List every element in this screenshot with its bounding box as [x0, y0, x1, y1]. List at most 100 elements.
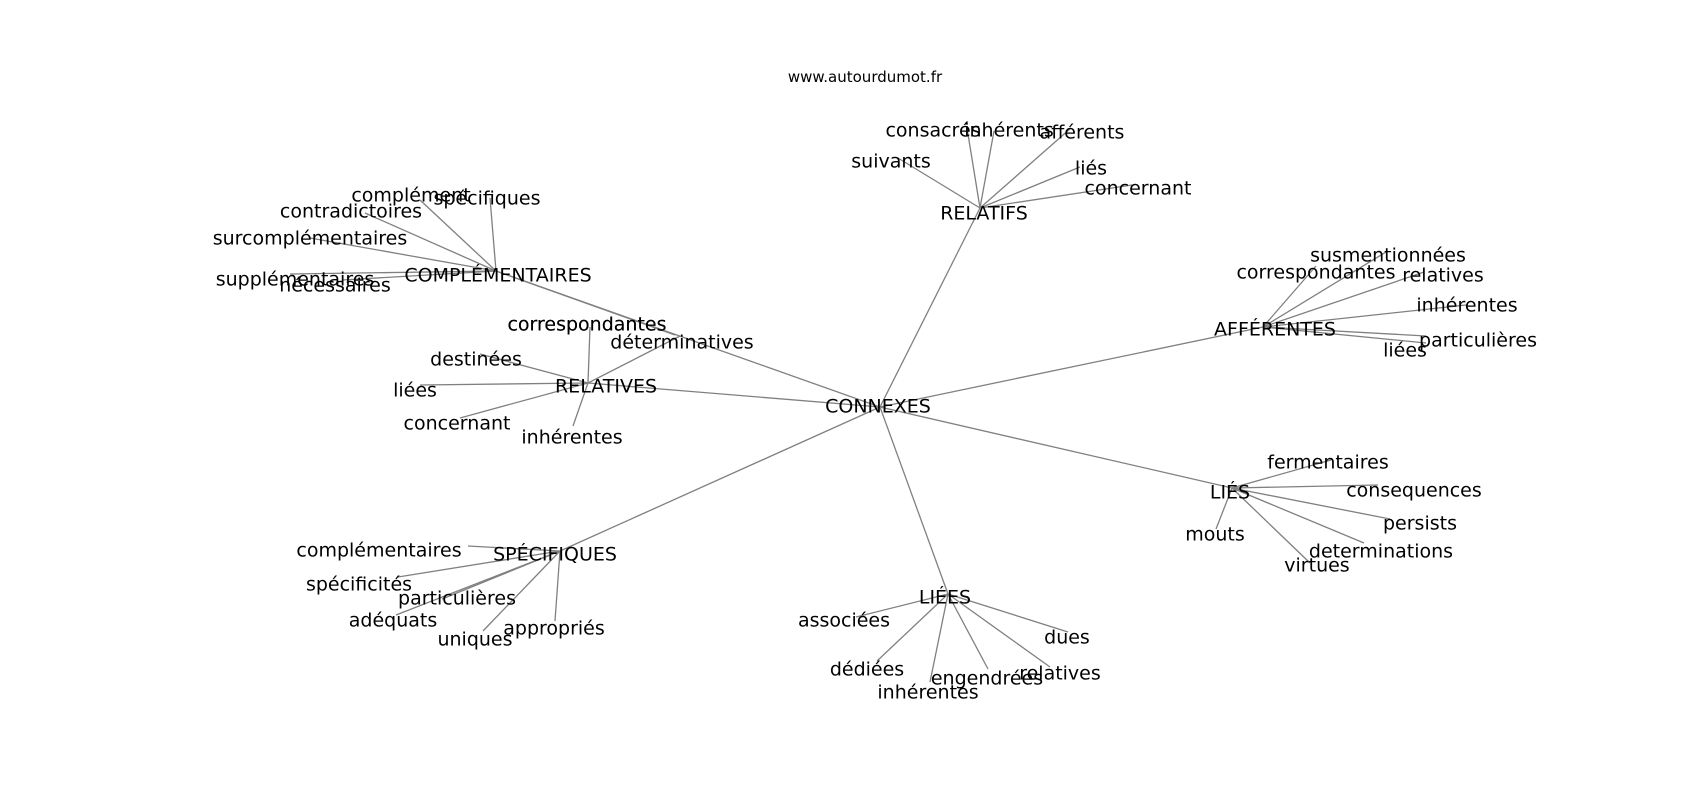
- leaf-node-liees-relatives[interactable]: relatives: [1019, 663, 1101, 685]
- edge-center-relatives: [587, 382, 881, 408]
- hub-node-specifiques[interactable]: SPÉCIFIQUES: [493, 543, 617, 566]
- leaf-node-relatives-liees[interactable]: liées: [393, 380, 437, 402]
- leaf-node-relatives-destinees[interactable]: destinées: [430, 349, 522, 371]
- edge-complementaires-complement: [419, 199, 497, 272]
- hub-node-relatifs[interactable]: RELATIFS: [940, 203, 1028, 225]
- edge-relatifs-consacres: [966, 127, 981, 209]
- leaf-node-liees-dues[interactable]: dues: [1044, 627, 1090, 649]
- leaf-node-afferentes-susmentionnees[interactable]: susmentionnées: [1310, 245, 1466, 267]
- leaf-node-afferentes-inherentes[interactable]: inhérentes: [1416, 295, 1517, 317]
- leaf-node-relatifs-lies[interactable]: liés: [1075, 158, 1107, 180]
- leaf-node-complementaires-specifiques[interactable]: spécifiques: [433, 188, 540, 210]
- edge-afferentes-correspondantes: [1262, 265, 1317, 328]
- edge-liees-relatives: [947, 593, 1051, 668]
- leaf-node-relatives-correspondantes[interactable]: correspondantes: [507, 314, 666, 336]
- edge-center-specifiques: [559, 406, 881, 552]
- leaf-node-relatifs-concernant[interactable]: concernant: [1085, 178, 1192, 200]
- hub-node-complementaires[interactable]: COMPLÉMENTAIRES: [404, 264, 591, 287]
- leaf-node-liees-dediees[interactable]: dédiées: [830, 659, 904, 681]
- edge-complementaires-specifiques: [489, 197, 497, 272]
- edge-lies-persists: [1231, 487, 1391, 520]
- hub-node-afferentes[interactable]: AFFÉRENTES: [1214, 318, 1336, 341]
- edge-lies-determinations: [1231, 487, 1365, 544]
- leaf-node-relatives-inherentes[interactable]: inhérentes: [521, 427, 622, 449]
- leaf-node-lies-virtues[interactable]: virtues: [1284, 555, 1349, 577]
- graph-labels: www.autourdumot.fr CONNEXES RELATIFS consa…: [213, 68, 1537, 704]
- edge-lies-fermentaires: [1231, 459, 1332, 489]
- leaf-node-afferentes-particulieres[interactable]: particulières: [1419, 330, 1537, 352]
- leaf-node-specifiques-complementaires[interactable]: complémentaires: [296, 540, 461, 562]
- edge-complementaires-surcomplementaires: [309, 237, 497, 272]
- edge-relatifs-inherents: [979, 130, 995, 209]
- edge-liees-engendrees: [947, 593, 989, 670]
- edge-liees-inherentes: [929, 593, 949, 683]
- edge-liees-dediees: [876, 593, 949, 662]
- leaf-node-afferentes-liees[interactable]: liées: [1383, 340, 1427, 362]
- edge-relatives-inherentes: [572, 382, 589, 427]
- edge-specifiques-complementaires: [467, 545, 561, 552]
- leaf-node-relatives-determinatives[interactable]: déterminatives: [610, 332, 753, 354]
- hub-node-liees[interactable]: LIÉES: [919, 586, 971, 609]
- hub-node-lies[interactable]: LIÉS: [1210, 481, 1250, 504]
- edge-afferentes-inherentes: [1262, 304, 1467, 328]
- edge-relatifs-suivants: [897, 157, 981, 209]
- edge-center-relatifs: [879, 207, 981, 408]
- edge-relatives-determinatives: [587, 335, 681, 384]
- graph-edges: [289, 127, 1467, 683]
- leaf-node-complementaires-supplementaires[interactable]: supplémentaires: [216, 269, 375, 291]
- leaf-node-complementaires-complement[interactable]: complément: [351, 185, 470, 207]
- leaf-node-specifiques-specificites[interactable]: spécificités: [306, 574, 412, 596]
- leaf-node-complementaires-necessaires[interactable]: nécessaires: [279, 275, 391, 297]
- leaf-node-specifiques-adequats[interactable]: adéquats: [349, 610, 438, 632]
- edge-lies-virtues: [1231, 487, 1311, 564]
- hub-node-relatives[interactable]: RELATIVES: [555, 376, 657, 398]
- edge-center-liees: [879, 406, 949, 595]
- edge-relatives-liees: [419, 382, 589, 386]
- edge-specifiques-adequats: [395, 550, 561, 616]
- leaf-node-specifiques-appropries[interactable]: appropriés: [503, 618, 605, 640]
- leaf-node-relatifs-consacres[interactable]: consacrés: [885, 120, 980, 142]
- leaf-node-liees-associees[interactable]: associées: [798, 610, 890, 632]
- edge-relatifs-lies: [979, 166, 1081, 209]
- leaf-node-liees-inherentes[interactable]: inhérentes: [877, 682, 978, 704]
- edge-relatives-destinees: [479, 353, 589, 384]
- leaf-node-afferentes-correspondantes[interactable]: correspondantes: [1236, 262, 1395, 284]
- edge-specifiques-uniques: [482, 550, 561, 632]
- edge-afferentes-liees: [1262, 326, 1427, 344]
- leaf-node-lies-mouts[interactable]: mouts: [1185, 524, 1245, 546]
- leaf-node-afferentes-relatives[interactable]: relatives: [1402, 265, 1484, 287]
- leaf-node-complementaires-contradictoires[interactable]: contradictoires: [280, 201, 422, 223]
- edge-lies-consequences: [1231, 484, 1379, 489]
- leaf-node-lies-determinations[interactable]: determinations: [1309, 541, 1453, 563]
- edge-liees-dues: [947, 593, 1069, 633]
- leaf-node-lies-persists[interactable]: persists: [1383, 513, 1457, 535]
- leaf-node-complementaires-correspondantes[interactable]: correspondantes: [507, 314, 666, 336]
- edge-center-afferentes: [879, 326, 1264, 408]
- edge-afferentes-relatives: [1262, 271, 1425, 328]
- leaf-node-complementaires-surcomplementaires[interactable]: surcomplémentaires: [213, 228, 408, 250]
- leaf-node-relatifs-inherents[interactable]: inhérents: [964, 120, 1054, 142]
- edge-complementaires-contradictoires: [364, 212, 497, 272]
- edge-liees-associees: [855, 593, 949, 618]
- edge-relatifs-afferents: [979, 127, 1072, 209]
- edge-complementaires-correspondantes: [495, 270, 676, 336]
- leaf-node-lies-fermentaires[interactable]: fermentaires: [1267, 452, 1388, 474]
- leaf-node-relatives-concernant[interactable]: concernant: [404, 413, 511, 435]
- center-node-connexes[interactable]: CONNEXES: [825, 396, 931, 418]
- edge-complementaires-necessaires: [341, 270, 497, 281]
- site-watermark: www.autourdumot.fr: [788, 68, 943, 86]
- edge-complementaires-supplementaires: [289, 270, 497, 275]
- leaf-node-relatifs-afferents[interactable]: afférents: [1040, 122, 1125, 144]
- leaf-node-specifiques-particulieres[interactable]: particulières: [398, 588, 516, 610]
- edge-relatives-concernant: [459, 382, 589, 419]
- leaf-node-relatifs-suivants[interactable]: suivants: [851, 151, 931, 173]
- edge-center-lies: [879, 406, 1233, 489]
- edge-afferentes-particulieres: [1262, 326, 1427, 337]
- edge-relatifs-concernant: [979, 184, 1133, 209]
- leaf-node-specifiques-uniques[interactable]: uniques: [437, 629, 512, 651]
- edge-lies-mouts: [1215, 487, 1233, 530]
- leaf-node-lies-consequences[interactable]: consequences: [1346, 480, 1482, 502]
- edge-relatives-correspondantes: [587, 326, 591, 384]
- edge-specifiques-specificites: [397, 550, 561, 578]
- leaf-node-liees-engendrees[interactable]: engendrées: [931, 668, 1043, 690]
